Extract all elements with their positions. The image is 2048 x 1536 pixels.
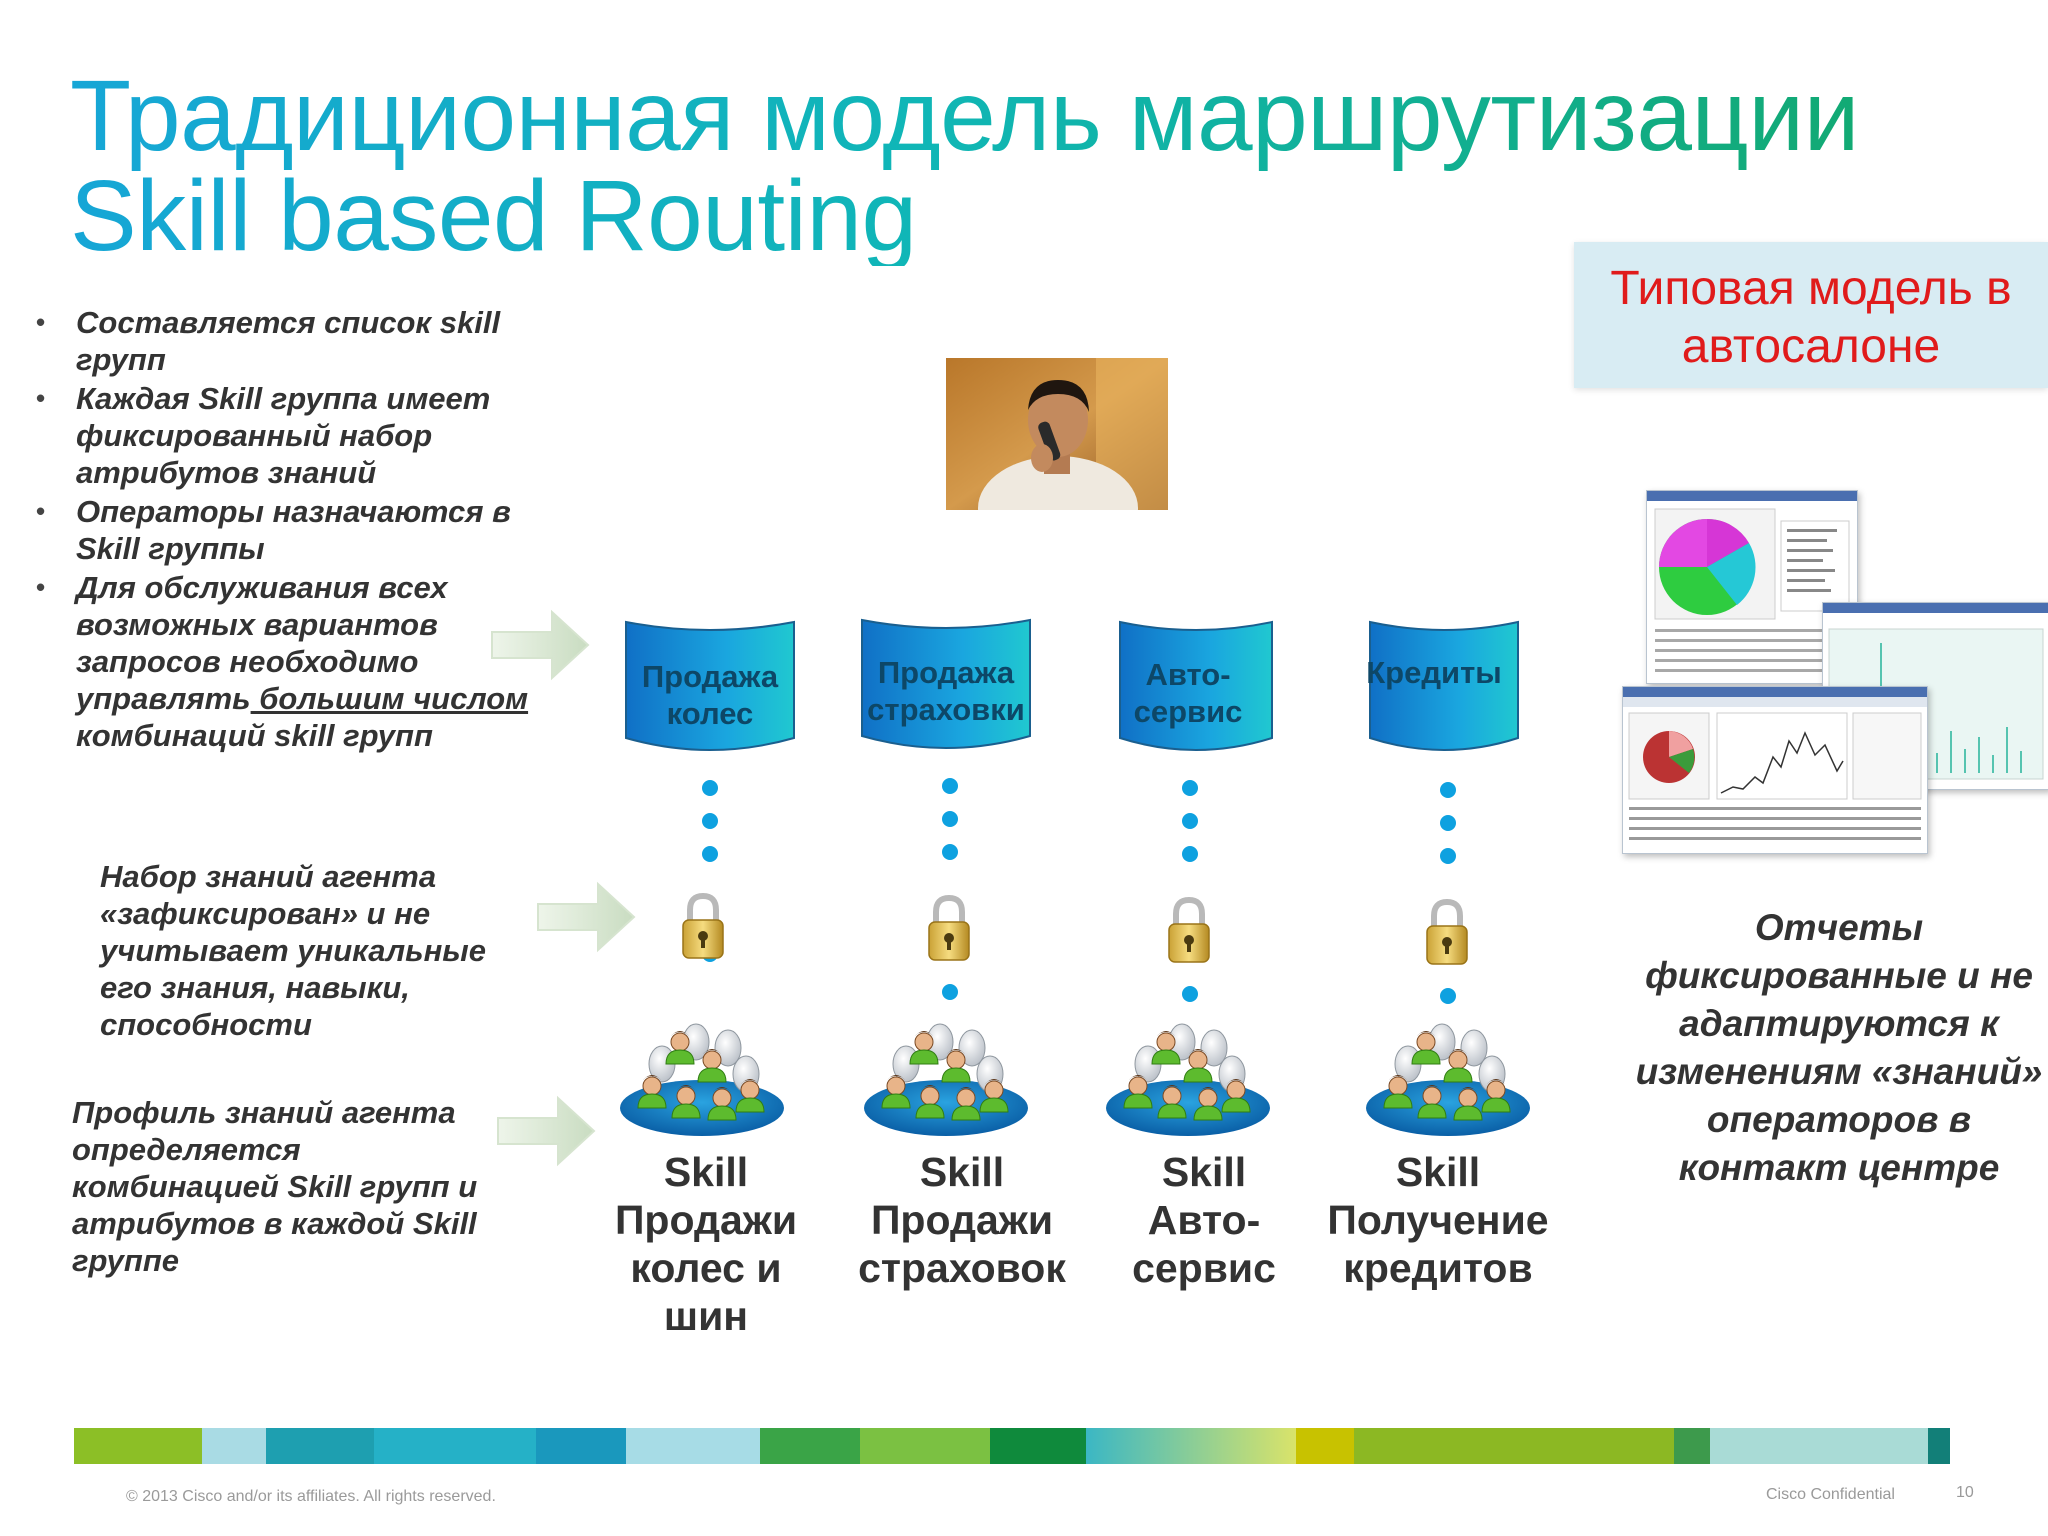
skill-label: Skill Продажи страховок [858,1149,1066,1291]
dotted-connector [700,780,720,879]
agent-group-icon [620,1023,784,1136]
queue-label: Продажа колес [641,659,779,731]
queue-label: Кредиты [1366,655,1502,690]
title-line-1: Традиционная модель маршрутизации [70,60,1860,172]
bullet-text: Каждая Skill группа имеет фиксированный … [76,381,491,490]
dotted-connector [940,984,960,1017]
queue-label: Авто-сервис [1133,657,1243,729]
queue-cylinder [1369,620,1519,751]
queue-cylinder [861,618,1031,749]
agent-group-icon [1106,1023,1270,1136]
agent-on-phone-photo [946,358,1168,510]
right-arrow-icon [491,609,590,681]
bullet-text: Операторы назначаются в Skill группы [76,494,511,566]
bullet-item: Операторы назначаются в Skill группы [34,493,544,567]
reports-caption: Отчеты фиксированные и не адаптируются к… [1635,907,2043,1188]
callout-box: Типовая модель в автосалоне [1574,242,2048,388]
slide-title: Традиционная модель маршрутизации Skill … [70,66,1970,266]
dotted-connector [1180,986,1200,1019]
footer-copyright: © 2013 Cisco and/or its affiliates. All … [126,1488,496,1505]
agent-group-icon [864,1023,1028,1136]
page-number: 10 [1956,1484,1974,1501]
right-arrow-icon [497,1095,596,1167]
dotted-connector [1438,988,1458,1021]
report-window-dashboard [1622,686,1928,854]
skill-label: Skill Продажи колес и шин [614,1149,798,1339]
dotted-connector [1438,782,1458,881]
queue-cylinder [625,620,795,751]
padlock-icon [928,894,970,961]
note-fixed-knowledge: Набор знаний агента «зафиксирован» и не … [100,859,487,1042]
agent-group-icon [1366,1023,1530,1136]
dotted-connector [1180,780,1200,879]
padlock-icon [682,892,724,959]
bullet-item: Для обслуживания всех возможных варианто… [34,569,544,754]
bullet-text: Составляется список skill групп [76,305,501,377]
right-arrow-icon [537,881,636,953]
bullet-underlined-text: большим числом [250,681,529,716]
callout-text: Типовая модель в автосалоне [1610,262,2012,373]
report-window-pie [1646,490,1858,684]
footer-color-band [74,1428,1974,1464]
bullet-item: Каждая Skill группа имеет фиксированный … [34,380,544,491]
queue-label: Продажа страховки [867,655,1025,727]
bullet-item: Составляется список skill групп [34,304,544,378]
note-agent-profile: Профиль знаний агента определяется комби… [72,1095,478,1278]
bullet-text: Для обслуживания всех возможных варианто… [76,570,448,716]
skill-label: Skill Авто-сервис [1132,1149,1276,1291]
padlock-icon [1426,898,1468,965]
dotted-connector [940,778,960,877]
skill-label: Skill Получение кредитов [1327,1149,1549,1291]
bullet-list: Составляется список skill групп Каждая S… [34,304,544,756]
padlock-icon [1168,896,1210,963]
queue-cylinder [1119,620,1273,751]
bullet-text-end: комбинаций skill групп [76,718,433,753]
footer-confidential: Cisco Confidential [1766,1486,1895,1503]
